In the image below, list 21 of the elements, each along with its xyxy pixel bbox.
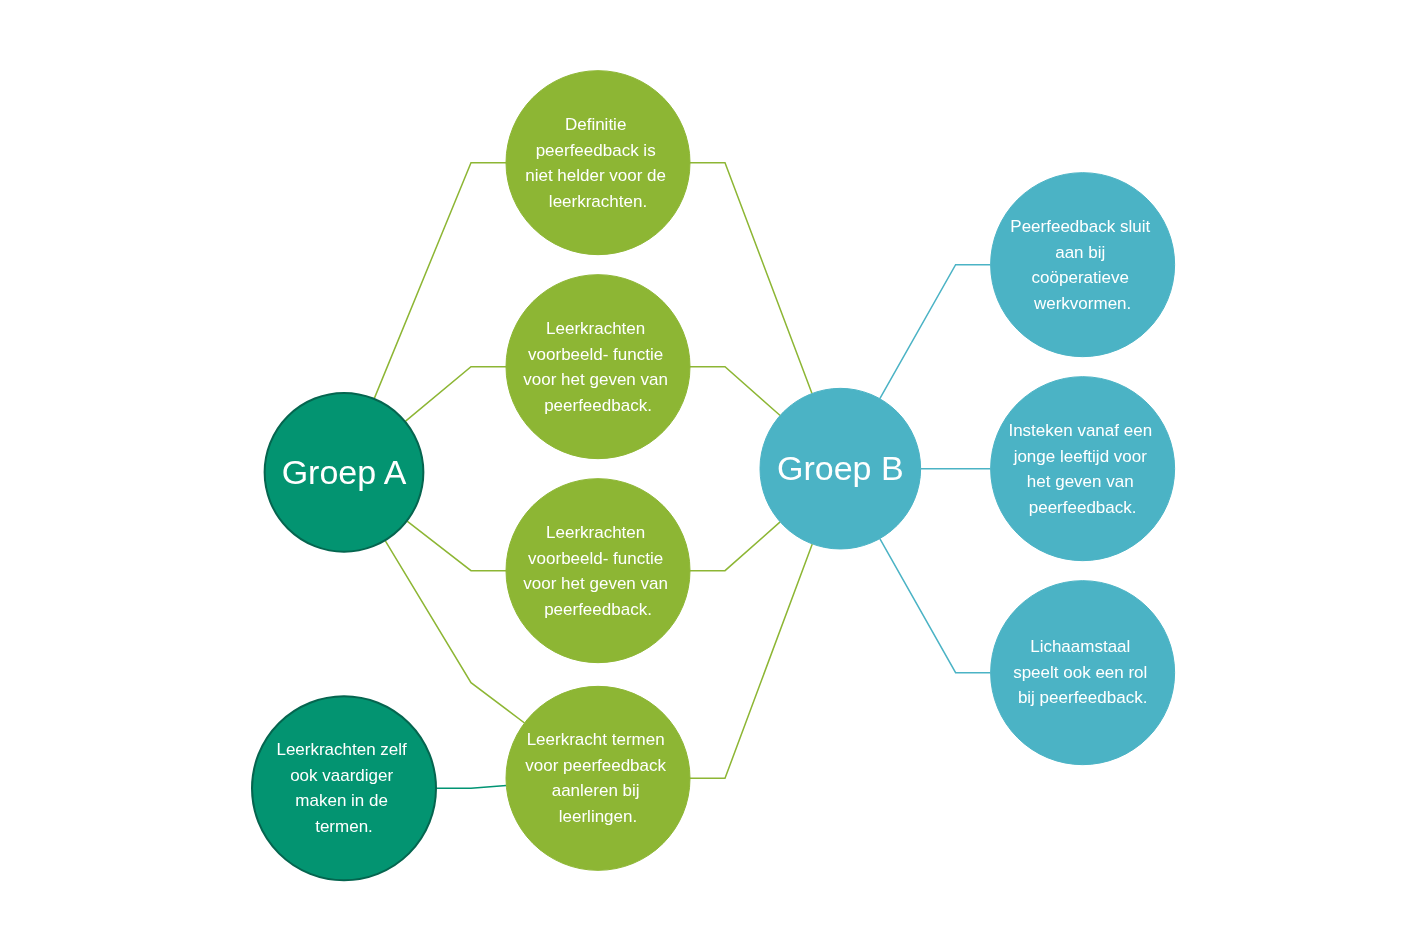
connector: [384, 539, 526, 724]
connector: [879, 263, 992, 400]
node-circle: Leerkrachten voorbeeld- functie voor het geven van peerfeedback.: [505, 478, 691, 664]
node-circle: Lichaamstaal speelt ook een rol bij peerfeedback.: [990, 580, 1176, 766]
connector: [689, 543, 814, 780]
node-circle: Groep B: [759, 387, 922, 550]
node-circle: Leerkracht termen voor peerfeedback aanleren bij leerlingen.: [505, 685, 691, 871]
connector: [689, 365, 782, 417]
node-circle: Definitie peerfeedback is niet helder voor de leerkrachten.: [505, 70, 691, 256]
connector: [879, 537, 992, 674]
connector: [406, 520, 507, 572]
node-circle: Leerkrachten zelf ook vaardiger maken in de termen.: [251, 695, 438, 882]
node-circle: Groep A: [263, 391, 425, 553]
node-circle: Peerfeedback sluit aan bij coöperatieve werkvormen.: [990, 172, 1176, 358]
connector: [373, 161, 507, 400]
node-circle: Insteken vanaf een jonge leeftijd voor het geven van peerfeedback.: [990, 376, 1176, 562]
connector: [920, 467, 992, 470]
node-circle: Leerkrachten voorbeeld- functie voor het geven van peerfeedback.: [505, 274, 691, 460]
connector: [689, 161, 813, 395]
connector: [689, 521, 782, 572]
connector: [404, 365, 507, 423]
